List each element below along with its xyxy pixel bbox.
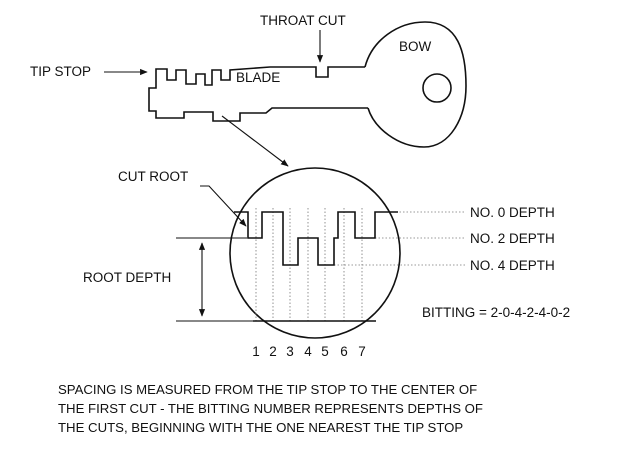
depth-0-label: NO. 0 DEPTH	[470, 205, 555, 220]
key-bow-outline	[364, 21, 467, 148]
cut-root-leader	[200, 185, 247, 227]
root-depth-label: ROOT DEPTH	[83, 270, 171, 285]
cut-number: 7	[358, 344, 366, 359]
bow-hole	[422, 73, 452, 103]
cut-center-guides	[255, 208, 363, 323]
depth-4-label: NO. 4 DEPTH	[470, 258, 555, 273]
bitting-profile	[234, 211, 398, 266]
caption-line: THE FIRST CUT - THE BITTING NUMBER REPRE…	[58, 401, 483, 416]
blade-label: BLADE	[236, 70, 280, 85]
caption-line: SPACING IS MEASURED FROM THE TIP STOP TO…	[58, 382, 477, 397]
tip-stop-label: TIP STOP	[30, 64, 91, 79]
diagram-caption: SPACING IS MEASURED FROM THE TIP STOP TO…	[58, 382, 483, 435]
caption-line: THE CUTS, BEGINNING WITH THE ONE NEAREST…	[58, 420, 463, 435]
cut-number: 5	[321, 344, 329, 359]
throat-cut-label: THROAT CUT	[260, 13, 346, 28]
cut-number: 6	[340, 344, 348, 359]
bitting-code: BITTING = 2-0-4-2-4-0-2	[422, 305, 570, 320]
cut-number: 2	[269, 344, 277, 359]
cut-number: 3	[286, 344, 294, 359]
cut-number: 1	[252, 344, 260, 359]
cut-position-numbers: 1 2 3 4 5 6 7	[252, 344, 366, 359]
bow-label: BOW	[399, 39, 432, 54]
cut-number: 4	[304, 344, 312, 359]
magnified-view-circle	[229, 167, 401, 339]
key-blade-outline	[148, 66, 368, 122]
magnify-pointer-arrow	[221, 115, 289, 167]
key-drawing	[148, 21, 467, 148]
cut-root-label: CUT ROOT	[118, 169, 188, 184]
depth-2-label: NO. 2 DEPTH	[470, 231, 555, 246]
